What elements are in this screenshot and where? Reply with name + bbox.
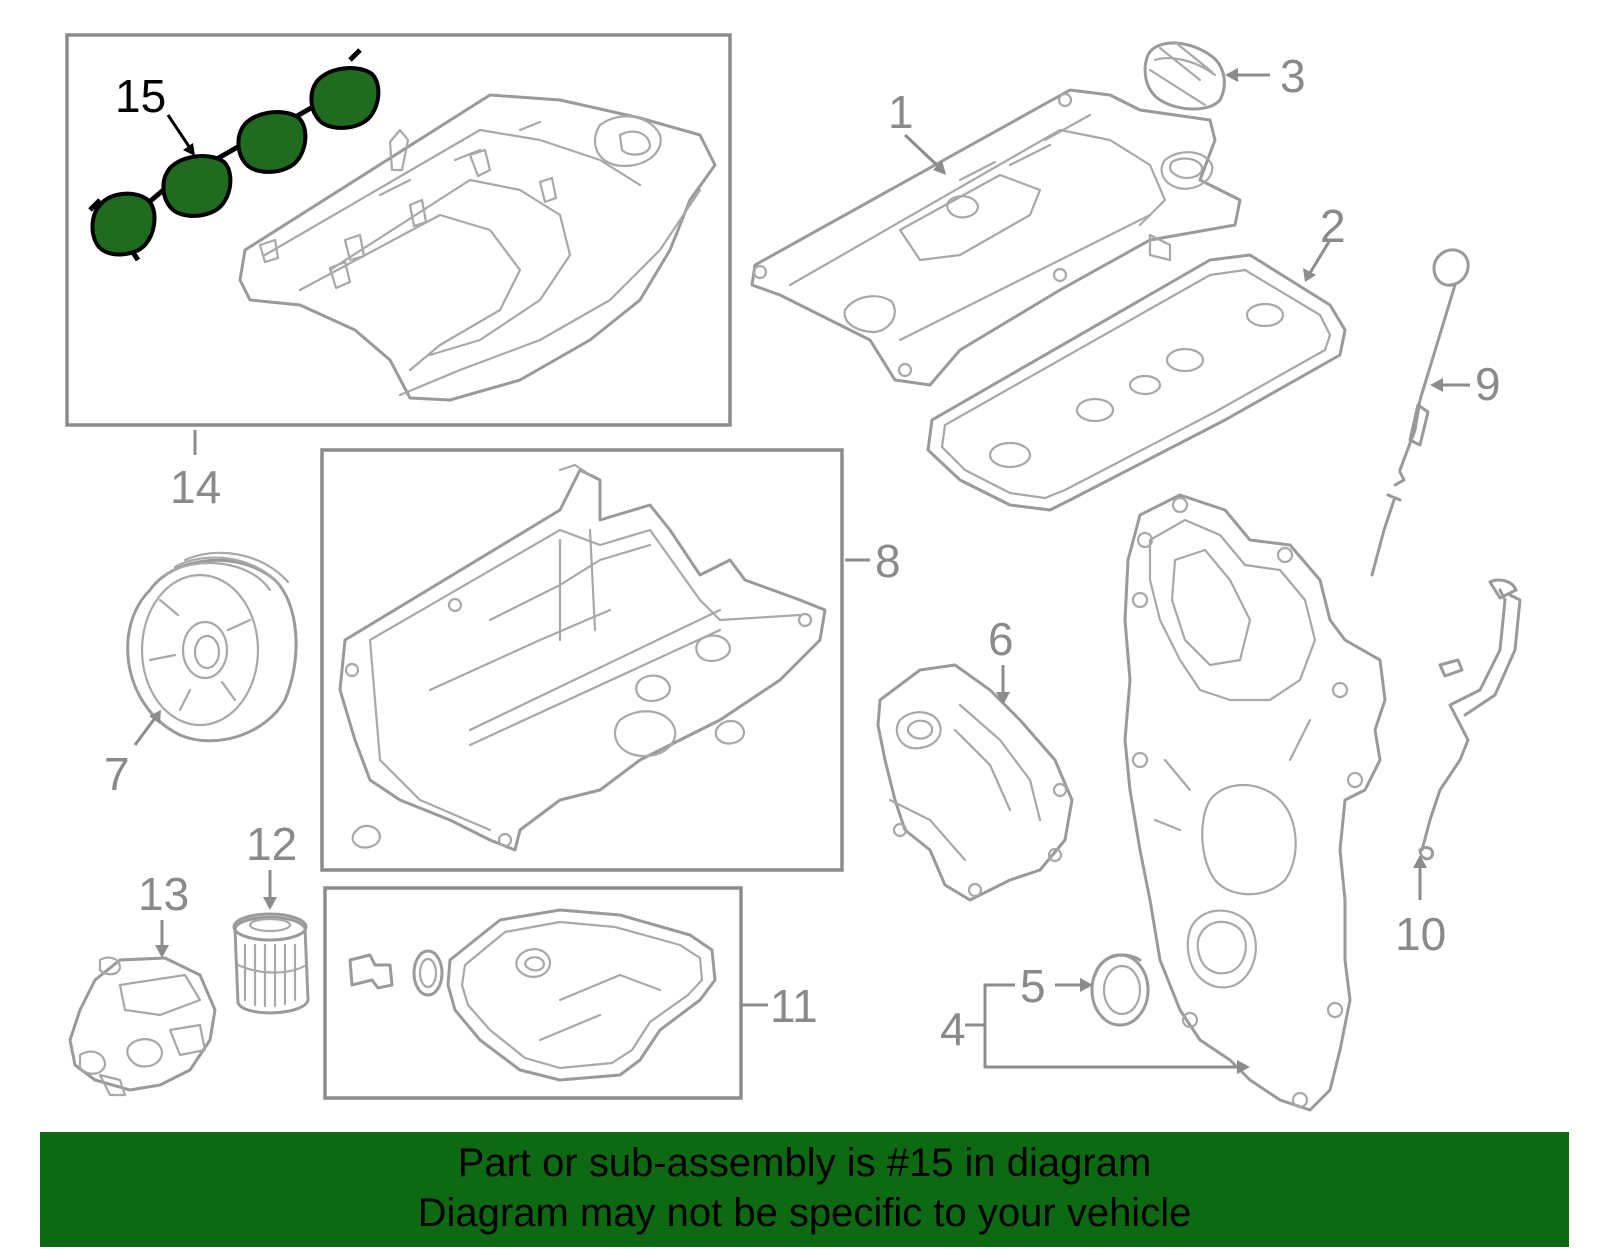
banner-line-part: Part or sub-assembly is #15 in diagram: [457, 1141, 1152, 1185]
callout-5: 5: [1020, 960, 1046, 1012]
callout-7: 7: [104, 748, 130, 800]
oil-pump: [68, 956, 217, 1097]
timing-chain-cover: [1123, 493, 1387, 1112]
intake-manifold-gasket: [88, 48, 381, 262]
callout-9: 9: [1475, 358, 1501, 410]
info-banner: Part or sub-assembly is #15 in diagram D…: [40, 1132, 1569, 1247]
timing-chain-case-inner: [876, 663, 1074, 902]
crankshaft-pulley: [126, 551, 298, 743]
callout-1: 1: [888, 86, 914, 138]
oil-dipstick: [1370, 248, 1470, 577]
callout-14: 14: [170, 461, 221, 513]
lower-oil-pan-box: [323, 886, 743, 1100]
callout-2: 2: [1320, 200, 1346, 252]
callout-4: 4: [940, 1003, 966, 1055]
upper-oil-pan: [338, 463, 827, 852]
callout-12: 12: [246, 818, 297, 870]
callout-6: 6: [988, 613, 1014, 665]
intake-manifold-box: [65, 33, 732, 427]
callout-8: 8: [875, 535, 901, 587]
callout-3: 3: [1280, 50, 1306, 102]
callout-labels: 15 14 1 3 2 9 8 6 7 12 13 11 10 5 4: [104, 50, 1501, 1055]
oil-filler-cap: [1143, 40, 1226, 111]
callout-11: 11: [770, 980, 818, 1032]
callout-15: 15: [115, 70, 166, 122]
front-crankshaft-seal: [1090, 953, 1150, 1027]
valve-cover: [750, 88, 1242, 387]
valve-cover-gasket: [926, 253, 1347, 512]
oil-filter: [232, 912, 310, 1015]
upper-oil-pan-box: [320, 448, 844, 872]
leader-lines: [133, 68, 1470, 1074]
dipstick-tube: [1418, 578, 1522, 861]
intake-manifold: [238, 93, 717, 402]
banner-line-disclaimer: Diagram may not be specific to your vehi…: [417, 1191, 1192, 1235]
callout-10: 10: [1395, 908, 1446, 960]
lower-oil-pan: [348, 908, 717, 1082]
callout-13: 13: [138, 868, 189, 920]
